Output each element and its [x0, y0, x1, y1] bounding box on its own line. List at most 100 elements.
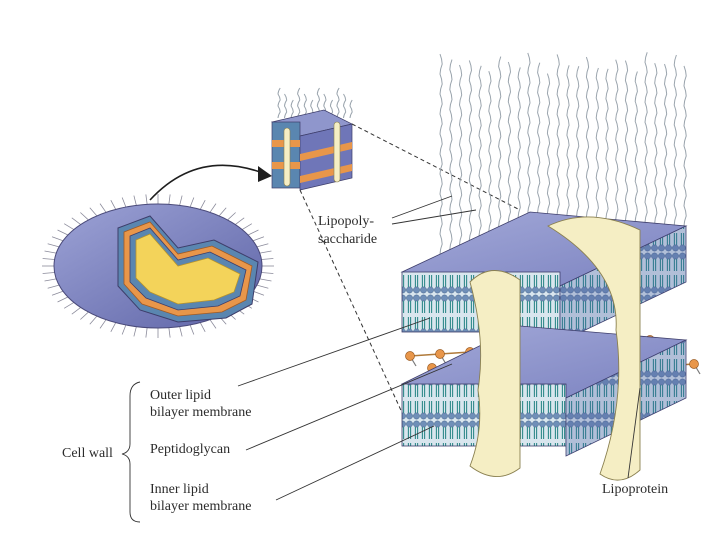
cell-hair: [110, 322, 117, 332]
cell-hair: [261, 258, 274, 260]
inset-wall-stack: [270, 87, 354, 191]
lipopolysaccharide-chain: [349, 99, 353, 119]
lipopolysaccharide-chain: [615, 59, 619, 220]
lipopolysaccharide-chain: [683, 65, 687, 226]
cell-hair: [241, 223, 253, 230]
label-outer-membrane-2: bilayer membrane: [150, 405, 252, 420]
cell-hair: [57, 229, 69, 236]
cell-hair: [247, 229, 259, 236]
cell-hair: [71, 307, 81, 315]
label-inner-membrane-2: bilayer membrane: [150, 499, 252, 514]
cell-hair: [89, 207, 98, 217]
label-inner-membrane-1: Inner lipid: [150, 482, 209, 497]
lipopolysaccharide-chain: [336, 87, 340, 119]
cell-hair: [199, 200, 206, 210]
cell-hair: [71, 217, 81, 225]
cell-hair: [80, 212, 89, 221]
lipopolysaccharide-chain: [595, 67, 599, 219]
label-lipopolysaccharide-2: saccharide: [318, 232, 378, 247]
inset-fibers: [277, 87, 353, 119]
lipopolysaccharide-chain: [673, 54, 677, 226]
label-lipopolysaccharide-1: Lipopoly-: [318, 214, 374, 229]
lipopolysaccharide-chain: [303, 93, 307, 119]
zoom-arrow-head: [258, 166, 272, 182]
lipopolysaccharide-chain: [576, 66, 580, 217]
lipopolysaccharide-chain: [449, 59, 453, 250]
lipopolysaccharide-chain: [566, 65, 570, 216]
cell-hair: [227, 212, 236, 221]
lipoprotein-column-back: [547, 216, 641, 481]
lipopolysaccharide-chain: [507, 61, 512, 223]
cell-hair: [261, 272, 274, 274]
cell-hair: [145, 327, 148, 338]
cell-hair: [99, 319, 107, 329]
lipopolysaccharide-chain: [458, 64, 463, 246]
cell-hair: [121, 324, 127, 335]
lipopolysaccharide-chain: [468, 60, 473, 241]
cell-hair: [145, 194, 148, 205]
cell-hair: [168, 327, 171, 338]
lipopolysaccharide-chain: [297, 87, 301, 119]
peptidoglycan-bond: [439, 351, 471, 355]
lipopolysaccharide-chain: [546, 73, 551, 214]
lipopolysaccharide-chain: [663, 63, 668, 225]
cell-hair: [80, 311, 89, 320]
peptidoglycan-unit: [435, 349, 445, 359]
cell-hair: [259, 250, 272, 254]
label-cell-wall: Cell wall: [62, 446, 113, 461]
cell-hair: [199, 322, 206, 332]
cell-hair: [121, 197, 127, 208]
cell-hair: [256, 284, 269, 289]
peptidoglycan-bond: [409, 353, 441, 357]
peptidoglycan-unit: [689, 359, 699, 369]
cell-hair: [179, 195, 183, 206]
lipopolysaccharide-chain: [283, 93, 288, 119]
lipopolysaccharide-chain: [527, 52, 531, 213]
cytoplasm: [135, 233, 241, 305]
lipopolysaccharide-chain: [439, 53, 443, 255]
lipopolysaccharide-chain: [277, 87, 281, 119]
cell-hair: [57, 296, 69, 303]
cell-hair: [89, 315, 98, 325]
peptidoglycan-unit: [405, 351, 415, 361]
lipopolysaccharide-chain: [478, 65, 482, 236]
lipopolysaccharide-chain: [585, 56, 590, 218]
cell-hair: [51, 290, 64, 296]
cell-hair: [47, 243, 60, 248]
cell-hair: [51, 236, 64, 242]
zoom-guide-lines: [299, 123, 521, 431]
cell-hair: [259, 278, 272, 282]
cell-hair: [44, 250, 57, 254]
lipopolysaccharide-chain: [605, 68, 609, 219]
lipopolysaccharide-chain: [537, 62, 541, 213]
cell-hair: [209, 319, 217, 329]
lipopolysaccharide-chain: [624, 60, 629, 221]
cell-hair: [63, 302, 75, 309]
cell-hair: [44, 278, 57, 282]
cell-hair: [110, 200, 117, 210]
cell-hair: [133, 195, 137, 206]
lipoprotein-column-front: [469, 270, 521, 477]
lipopolysaccharide-chain: [517, 67, 521, 218]
cell-wall-cross-section: [400, 52, 701, 481]
lipopolysaccharide-chain: [654, 63, 658, 224]
cell-hair: [179, 326, 183, 337]
label-peptidoglycan: Peptidoglycan: [150, 442, 231, 457]
cell-hair: [235, 217, 245, 225]
cell-hair: [47, 284, 60, 289]
lipopolysaccharide-chain: [644, 52, 648, 223]
cell-hair: [99, 203, 107, 213]
cell-hair: [209, 203, 217, 213]
lipopolysaccharide-chain: [634, 71, 638, 222]
label-lipoprotein: Lipoprotein: [602, 482, 669, 497]
cell-wall-brace: [121, 381, 141, 523]
lipopolysaccharide-chain: [342, 93, 347, 119]
lipopolysaccharide-chain: [488, 71, 492, 232]
cell-hair: [63, 223, 75, 230]
cell-hair: [133, 326, 137, 337]
lipopolysaccharide-chains: [439, 52, 687, 255]
cell-hair: [42, 272, 55, 274]
cell-hair: [218, 207, 227, 217]
label-outer-membrane-1: Outer lipid: [150, 388, 212, 403]
